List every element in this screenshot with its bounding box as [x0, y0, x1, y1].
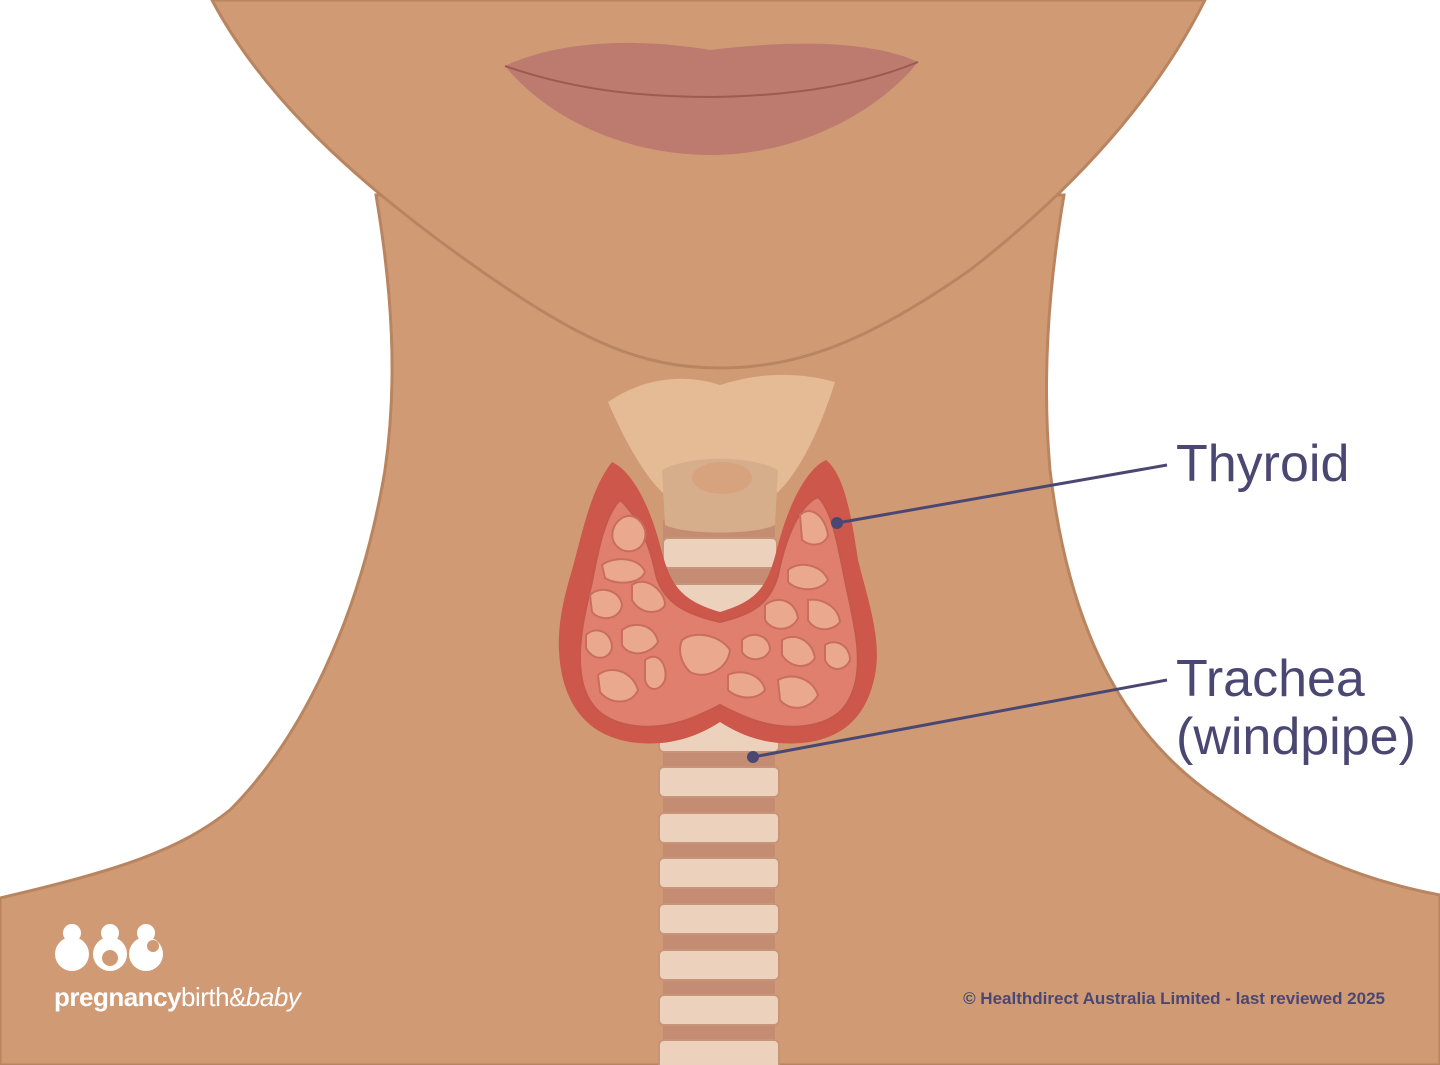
cartilage-notch	[692, 462, 752, 494]
follicle	[824, 641, 852, 670]
follicle	[787, 563, 830, 591]
thyroid-label: Thyroid	[1176, 435, 1350, 493]
trachea-ring	[658, 766, 780, 798]
follicle	[764, 598, 800, 630]
trachea-ring	[658, 857, 780, 889]
trachea-rings	[658, 537, 780, 1065]
brand-logo-icon	[55, 924, 163, 971]
trachea-label: Trachea (windpipe)	[1176, 650, 1416, 766]
follicle	[679, 633, 732, 676]
thyroid-leader-dot	[831, 517, 843, 529]
follicle	[596, 669, 640, 703]
logo-body	[55, 937, 89, 971]
follicle	[631, 580, 667, 613]
trachea-leader-dot	[747, 751, 759, 763]
trachea-ring	[658, 949, 780, 981]
brand-logo-text: pregnancybirth&baby	[54, 982, 301, 1013]
follicle	[807, 598, 842, 631]
face-chin	[210, 0, 1207, 370]
leader-lines	[752, 463, 1168, 759]
copyright-notice: © Healthdirect Australia Limited - last …	[963, 989, 1385, 1008]
trachea-ring	[658, 994, 780, 1026]
brand-word-birth: birth	[181, 982, 230, 1012]
trachea-label-line1: Trachea	[1176, 650, 1365, 708]
logo-head	[63, 924, 81, 942]
logo-head	[137, 924, 155, 942]
follicle	[600, 558, 647, 584]
follicle	[798, 510, 830, 546]
brand-ampersand: &	[229, 982, 246, 1012]
lip-line	[504, 61, 919, 99]
trachea-ring	[662, 537, 778, 569]
trachea-leader-line	[752, 678, 1168, 759]
follicle	[585, 629, 614, 659]
brand-word-baby: baby	[245, 982, 301, 1012]
thyroid-follicles	[585, 510, 852, 709]
trachea-ring	[658, 903, 780, 935]
follicle	[588, 588, 624, 620]
follicle	[776, 675, 820, 709]
follicle	[644, 655, 667, 690]
logo-head	[101, 924, 119, 942]
logo-body	[129, 937, 163, 971]
logo-womb	[102, 950, 118, 966]
lips	[505, 42, 918, 155]
follicle	[611, 515, 647, 553]
trachea-ring	[658, 1039, 780, 1065]
logo-baby	[147, 940, 159, 952]
follicle	[781, 635, 817, 667]
follicle	[741, 633, 772, 661]
follicle	[727, 671, 767, 699]
trachea-label-line2: (windpipe)	[1176, 708, 1416, 766]
trachea-ring	[658, 812, 780, 844]
brand-word-pregnancy: pregnancy	[54, 982, 182, 1012]
follicle	[621, 623, 660, 655]
thyroid-leader-line	[836, 463, 1168, 525]
